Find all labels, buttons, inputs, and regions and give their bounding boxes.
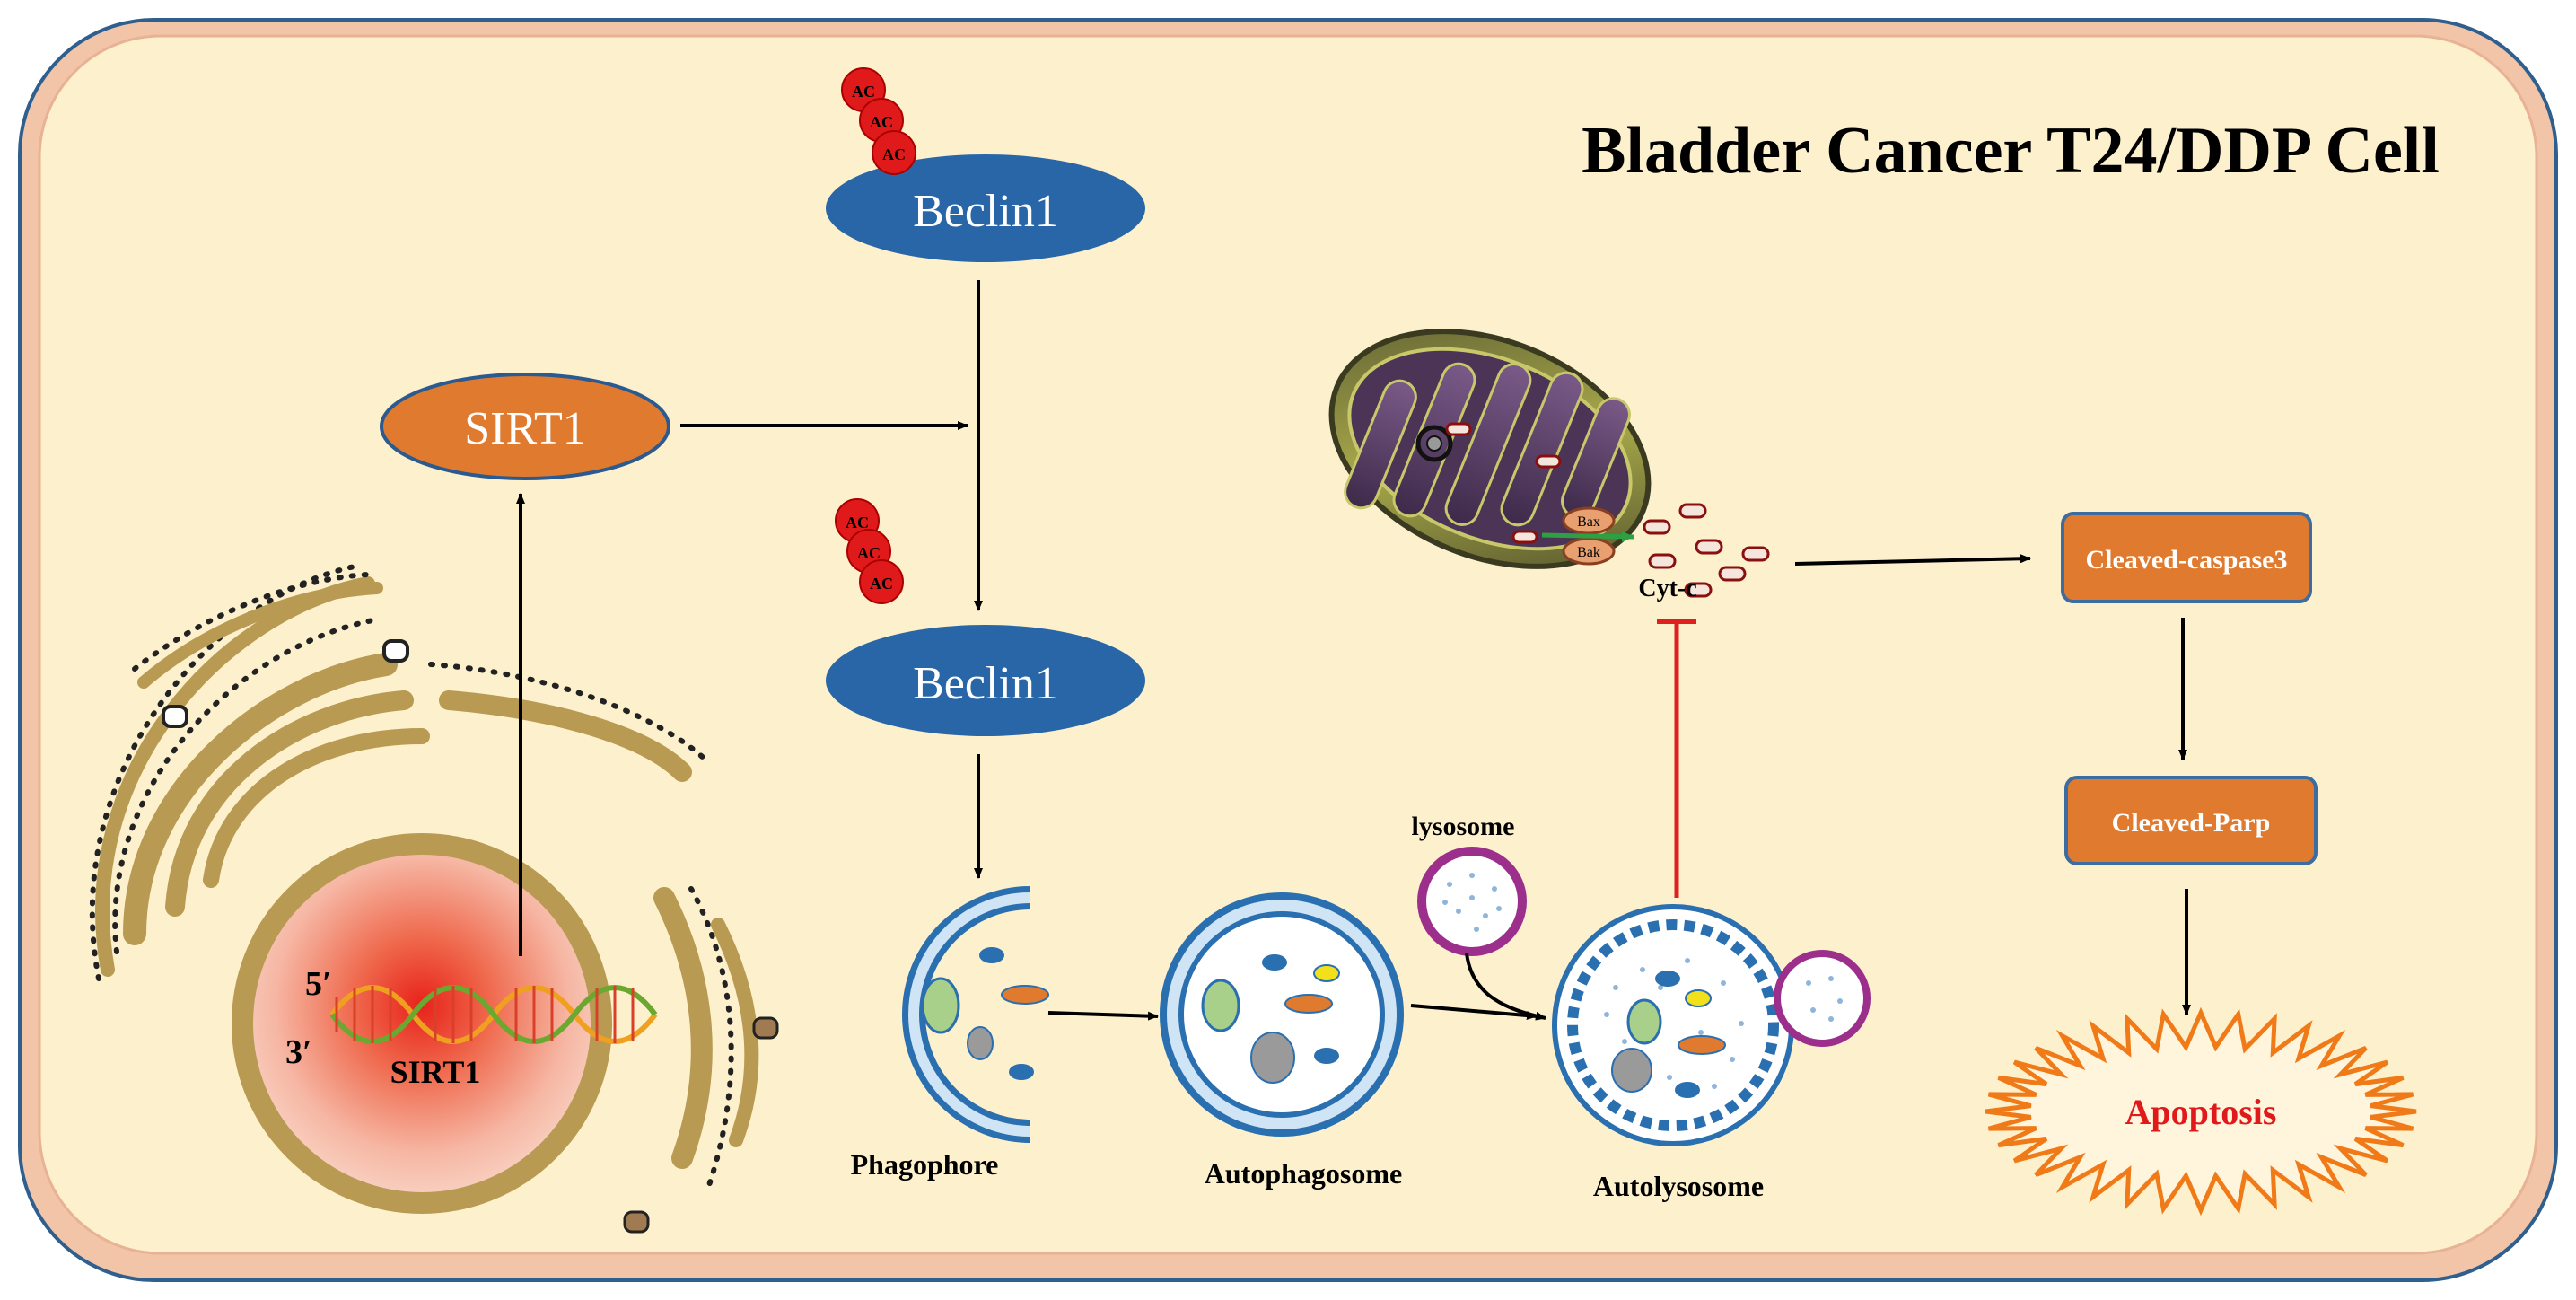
autophagosome-icon	[1160, 892, 1404, 1137]
lysosome-label: lysosome	[1412, 812, 1515, 841]
vesicle	[382, 639, 409, 663]
cytochrome-c-molecules	[1643, 503, 1770, 598]
diagram-title: Bladder Cancer T24/DDP Cell	[1582, 114, 2440, 188]
beclin1-acetylated-label: Beclin1	[913, 186, 1058, 237]
cleaved-parp-label: Cleaved-Parp	[2112, 808, 2271, 838]
bax-label: Bax	[1577, 514, 1600, 530]
sirt1-protein-node	[380, 373, 670, 480]
acetyl-group-chain-top: AC AC AC	[841, 67, 916, 175]
bak-pore	[1562, 537, 1616, 566]
phagophore-label: Phagophore	[851, 1148, 999, 1181]
mitochondrion-icon	[1328, 329, 1652, 569]
dna-helix-icon	[329, 985, 658, 1044]
arrow-phagophore-to-autophagosome	[1047, 1011, 1159, 1021]
bak-label: Bak	[1577, 545, 1600, 560]
sirt1-protein-label: SIRT1	[464, 403, 586, 454]
svg-text:AC: AC	[852, 83, 875, 101]
cyt-c-label: Cyt-c	[1638, 575, 1696, 602]
bax-pore	[1562, 506, 1616, 535]
svg-text:AC: AC	[882, 145, 906, 163]
arrow-cytc-to-caspase3	[1794, 554, 2031, 566]
lysosome-icon	[1417, 847, 1527, 956]
cleaved-caspase3-node	[2061, 512, 2312, 603]
autophagosome-label: Autophagosome	[1205, 1157, 1402, 1190]
autolysosome-icon	[1552, 904, 1794, 1146]
cell-cytoplasm	[38, 34, 2538, 1255]
svg-text:AC: AC	[870, 575, 893, 593]
vesicle	[623, 1210, 650, 1234]
svg-text:AC: AC	[870, 113, 893, 131]
arrow-lysosome-fusion	[1465, 953, 1546, 1021]
apoptosis-starburst	[1985, 1006, 2417, 1217]
beclin1-deacetylated-node	[826, 625, 1145, 736]
beclin1-acetylated-node	[826, 154, 1145, 262]
vesicle	[752, 1016, 779, 1040]
svg-text:AC: AC	[857, 544, 881, 562]
sirt1-gene-label: SIRT1	[390, 1054, 481, 1090]
arrow-cytc-release	[1541, 531, 1634, 542]
phagophore-icon	[902, 886, 1049, 1143]
vesicle	[162, 705, 188, 728]
svg-text:AC: AC	[846, 514, 869, 531]
five-prime-label: 5ʹ	[305, 965, 332, 1003]
three-prime-label: 3ʹ	[285, 1033, 312, 1071]
acetyl-group-chain-released: AC AC AC	[835, 498, 904, 604]
apoptosis-label: Apoptosis	[2125, 1092, 2277, 1132]
arrow-autophagosome-to-autolysosome	[1410, 1004, 1538, 1021]
autolysosome-label: Autolysosome	[1593, 1170, 1764, 1202]
fusing-lysosome-icon	[1774, 950, 1871, 1047]
cleaved-parp-node	[2064, 776, 2318, 865]
beclin1-deacetylated-label: Beclin1	[913, 658, 1058, 709]
cleaved-caspase3-label: Cleaved-caspase3	[2086, 545, 2288, 575]
